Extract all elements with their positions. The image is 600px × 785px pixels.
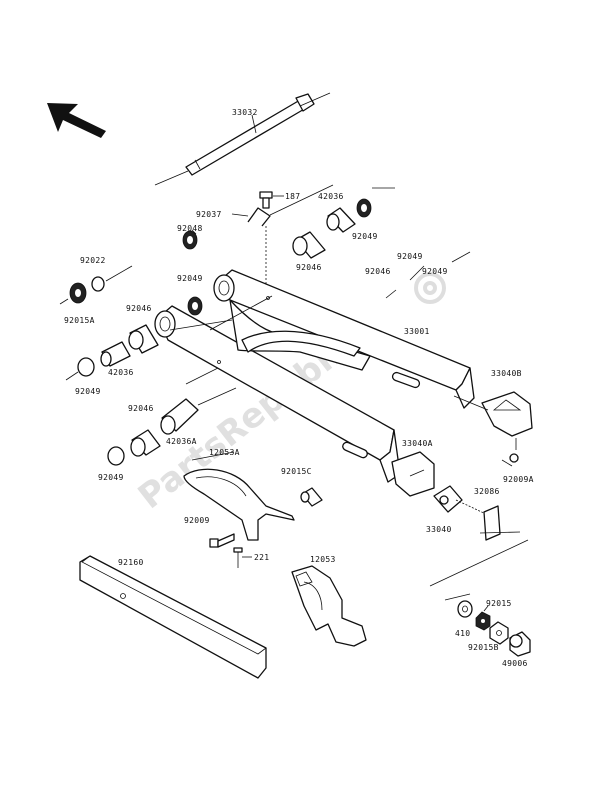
bolt-187 (259, 191, 284, 209)
label-12053A: 12053A (209, 448, 240, 457)
cap-49006 (509, 631, 531, 657)
bushing-group-mid-left (65, 324, 169, 381)
label-221: 221 (254, 553, 269, 562)
label-92015C: 92015C (281, 467, 312, 476)
watermark-gear-icon (414, 272, 446, 304)
adjuster-plate-33040 (433, 485, 487, 515)
part-number-labels: 33032 187 92037 42036 92048 92049 92046 … (64, 108, 534, 668)
label-92049-top: 92049 (352, 232, 378, 241)
label-49006: 49006 (502, 659, 528, 668)
label-33040A: 33040A (402, 439, 433, 448)
bolt-92009 (209, 533, 235, 548)
chain-adjuster-33040B (453, 391, 533, 463)
label-92160: 92160 (118, 558, 144, 567)
cover-12053 (291, 565, 367, 647)
bushing-group-top (269, 184, 395, 259)
label-92046-mid: 92046 (365, 267, 391, 276)
seal-stack-upper-left (59, 265, 133, 305)
label-33040B: 33040B (491, 369, 522, 378)
chain-block-32086 (479, 505, 521, 541)
label-92022: 92022 (80, 256, 106, 265)
chain-guard-12053A (183, 451, 295, 541)
label-92015B: 92015B (468, 643, 499, 652)
label-42036-left: 42036 (108, 368, 134, 377)
pivot-shaft-33032 (154, 92, 331, 186)
label-92046-left: 92046 (126, 304, 152, 313)
label-92009: 92009 (184, 516, 210, 525)
collar-92015C (300, 487, 323, 507)
label-32086: 32086 (474, 487, 500, 496)
label-92049-left: 92049 (75, 387, 101, 396)
slider-92160 (79, 555, 267, 679)
label-92049-a: 92049 (397, 252, 423, 261)
label-92015A: 92015A (64, 316, 95, 325)
label-92037: 92037 (196, 210, 222, 219)
bushing-group-lower-left (107, 361, 237, 466)
adjuster-guide-lines (429, 539, 529, 601)
label-92048: 92048 (177, 224, 203, 233)
washer-410 (457, 600, 473, 618)
label-92049-low: 92049 (98, 473, 124, 482)
swingarm-33001 (154, 269, 475, 483)
seal-stack-pivot-left (182, 230, 203, 316)
label-92046-top: 92046 (296, 263, 322, 272)
clip-92037 (231, 207, 271, 227)
label-33032: 33032 (232, 108, 258, 117)
label-92046-low: 92046 (128, 404, 154, 413)
label-410: 410 (455, 629, 470, 638)
label-92009A: 92009A (503, 475, 534, 484)
label-33040: 33040 (426, 525, 452, 534)
label-12053: 12053 (310, 555, 336, 564)
label-92015: 92015 (486, 599, 512, 608)
nut-92015 (475, 605, 491, 631)
front-direction-arrow-icon (47, 103, 106, 138)
label-42036A: 42036A (166, 437, 197, 446)
label-33001: 33001 (404, 327, 430, 336)
label-92049-mid: 92049 (422, 267, 448, 276)
chain-adjuster-33040A (391, 451, 435, 497)
screw-221 (233, 547, 252, 568)
label-187: 187 (285, 192, 300, 201)
label-42036-top: 42036 (318, 192, 344, 201)
leader-lines (191, 229, 513, 467)
nut-92015B (489, 621, 509, 645)
label-92049-b: 92049 (177, 274, 203, 283)
